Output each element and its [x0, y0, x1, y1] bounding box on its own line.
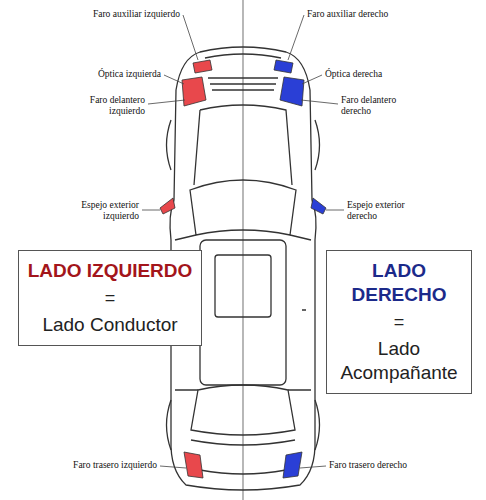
roof: [200, 240, 286, 385]
equals-sign: =: [333, 307, 465, 337]
trunk-lines: [191, 440, 295, 474]
leader-lines: [142, 15, 344, 468]
grille: [208, 78, 278, 90]
headlight-right: [280, 77, 304, 106]
part-label: Faro delantero derecho: [340, 95, 420, 117]
box-heading: LADO IZQUIERDO: [25, 259, 195, 283]
part-label: Espejo exterior izquierdo: [60, 200, 140, 222]
part-label: Óptica izquierda: [97, 69, 162, 80]
sunroof: [215, 255, 271, 317]
part-label: Óptica derecha: [324, 69, 383, 80]
box-body: Lado Acompañante: [333, 337, 465, 385]
side-box: LADO DERECHO=Lado Acompañante: [326, 250, 472, 394]
part-label: Faro auxiliar derecho: [306, 9, 389, 20]
tail-light-right: [283, 452, 302, 478]
part-label: Faro trasero izquierdo: [72, 460, 158, 471]
aux-light-right: [274, 60, 293, 73]
part-label: Espejo exterior derecho: [346, 200, 426, 222]
windshield: [190, 180, 296, 235]
part-label: Faro delantero izquierdo: [66, 95, 146, 117]
part-label: Faro trasero derecho: [328, 460, 408, 471]
part-label: Faro auxiliar izquierdo: [92, 9, 181, 20]
aux-light-left: [193, 60, 212, 73]
equals-sign: =: [25, 283, 195, 313]
box-heading: LADO DERECHO: [333, 259, 465, 307]
box-body: Lado Conductor: [25, 313, 195, 337]
rear-window: [191, 385, 295, 435]
mirror-right: [311, 198, 326, 214]
tail-light-left: [184, 452, 203, 478]
center-line: [242, 0, 243, 500]
hood: [194, 105, 292, 185]
front-bumper-line: [205, 54, 281, 58]
side-box: LADO IZQUIERDO=Lado Conductor: [18, 250, 202, 346]
headlight-left: [182, 77, 206, 106]
mirror-left: [160, 198, 175, 214]
